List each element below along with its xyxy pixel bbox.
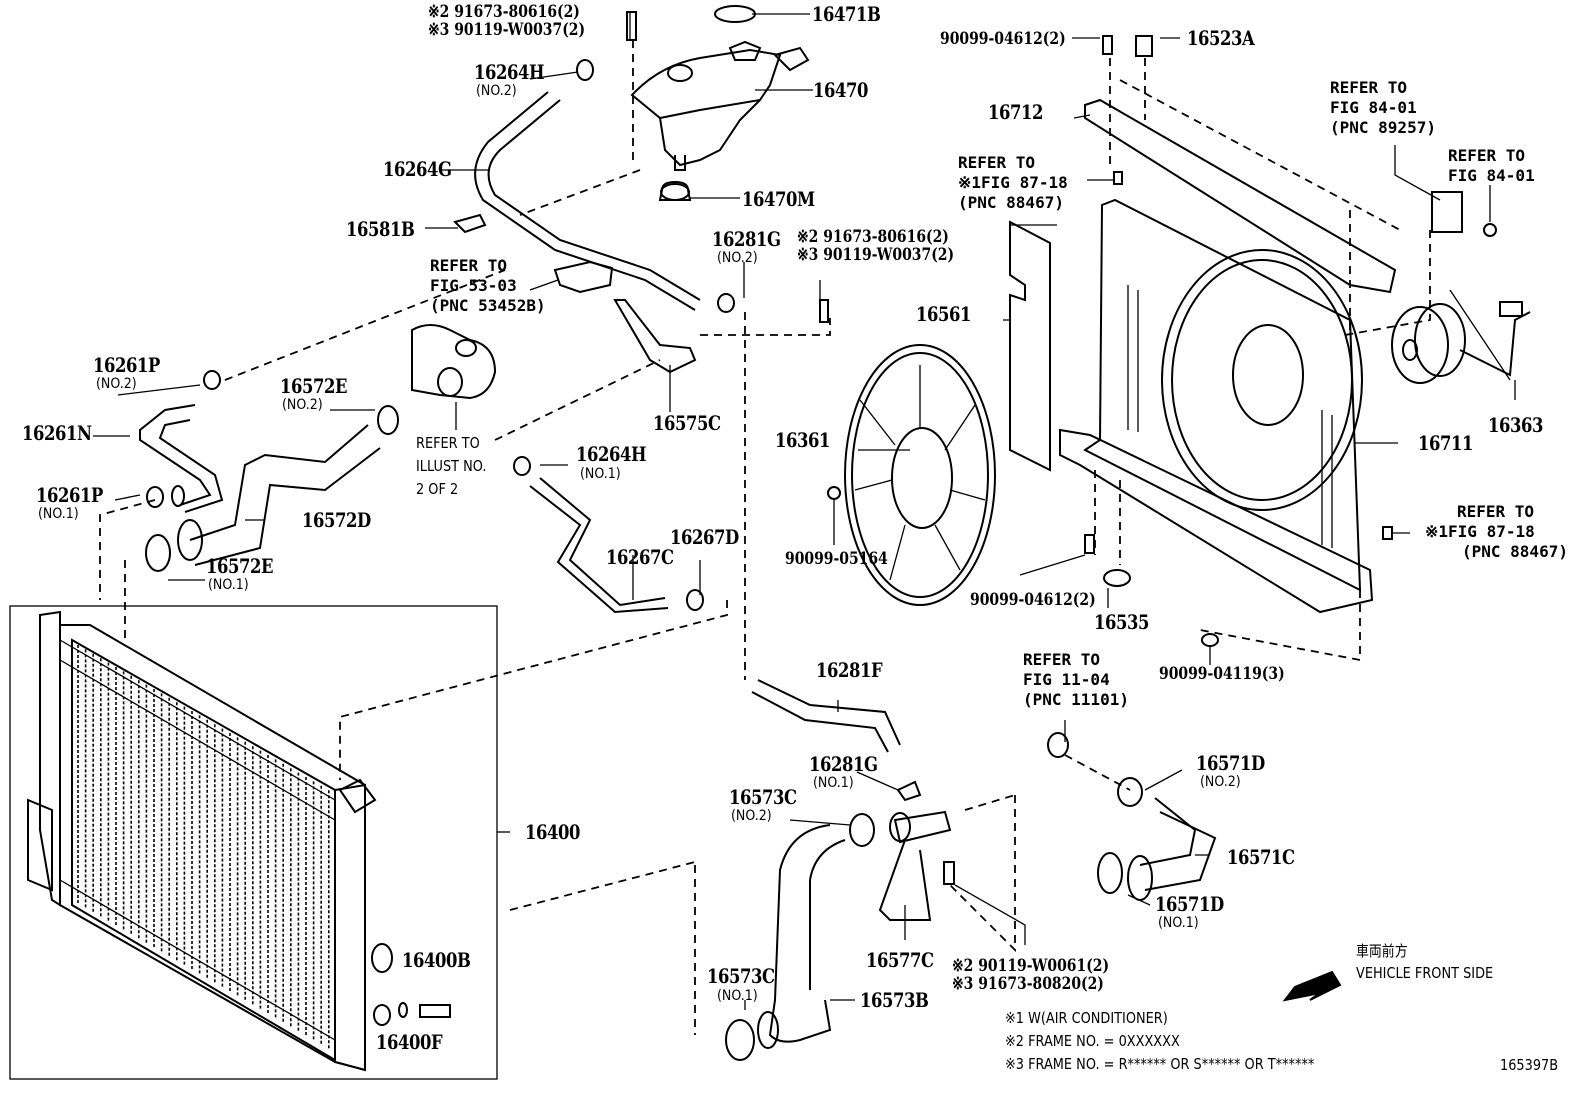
label-16281G-no1-sub: (NO.1) (813, 775, 854, 791)
label-16575C[interactable]: 16575C (653, 411, 721, 435)
ref-illust-2-of-2[interactable]: REFER TO ILLUST NO. 2 OF 2 (416, 434, 487, 498)
label-16572E-no2[interactable]: 16572E (280, 374, 348, 398)
note-3: ※3 FRAME NO. = R****** OR S****** OR T**… (1005, 1055, 1315, 1073)
label-16363[interactable]: 16363 (1488, 413, 1544, 437)
label-fan-nut[interactable]: 90099-05164 (785, 549, 888, 569)
label-16261N[interactable]: 16261N (22, 421, 92, 445)
ref-fig-87-18-right-2[interactable]: ※1FIG 87-18 (1425, 522, 1535, 541)
vehicle-front-japanese: 車両前方 (1356, 942, 1408, 960)
fan-shroud-16711 (1059, 98, 1397, 614)
hose-16571C (1139, 797, 1217, 891)
label-16572E-no1[interactable]: 16572E (206, 554, 274, 578)
label-16571D-no1-sub: (NO.1) (1158, 915, 1199, 931)
ref-fig-84-01[interactable]: REFER TO FIG 84-01 (1448, 146, 1535, 185)
radiator-16400 (27, 610, 451, 1072)
label-16261P-no2-sub: (NO.2) (96, 376, 137, 392)
label-16571D-no2-sub: (NO.2) (1200, 774, 1241, 790)
note-2: ※2 FRAME NO. = 0XXXXXX (1005, 1032, 1180, 1050)
label-top-bolt-line1[interactable]: ※2 91673-80616(2) (428, 2, 580, 22)
seal-16561 (1009, 220, 1051, 472)
label-shroud-bottom-bolt[interactable]: 90099-04612(2) (970, 590, 1096, 610)
label-16573C-no2-sub: (NO.2) (731, 808, 772, 824)
label-16264G[interactable]: 16264G (383, 157, 452, 181)
label-16267D[interactable]: 16267D (670, 525, 739, 549)
hose-16264G (474, 91, 701, 311)
label-16361[interactable]: 16361 (775, 428, 831, 452)
label-16261P-no1-sub: (NO.1) (38, 506, 79, 522)
ref-fig-87-18-right-3[interactable]: (PNC 88467) (1462, 542, 1568, 561)
label-outlet-bolt-line1[interactable]: ※2 90119-W0061(2) (952, 956, 1110, 976)
arrow-left-down-icon (1282, 970, 1342, 1002)
label-16581B[interactable]: 16581B (346, 217, 415, 241)
hose-16261N (139, 404, 224, 513)
label-16573B[interactable]: 16573B (860, 988, 929, 1012)
hose-16572D (189, 424, 381, 566)
ref-fig-53-03[interactable]: REFER TO FIG 53-03 (PNC 53452B) (430, 256, 546, 315)
label-16267C[interactable]: 16267C (606, 545, 674, 569)
label-16470M[interactable]: 16470M (742, 187, 815, 211)
ref-fig-11-04[interactable]: REFER TO FIG 11-04 (PNC 11101) (1023, 650, 1129, 709)
label-16400[interactable]: 16400 (525, 820, 581, 844)
ref-fig-84-01-pnc-89257[interactable]: REFER TO FIG 84-01 (PNC 89257) (1330, 78, 1436, 137)
label-16400F[interactable]: 16400F (376, 1030, 443, 1054)
label-16281G-no1[interactable]: 16281G (809, 752, 878, 776)
label-16572D[interactable]: 16572D (302, 508, 371, 532)
label-16470[interactable]: 16470 (813, 78, 869, 102)
note-1: ※1 W(AIR CONDITIONER) (1005, 1009, 1168, 1027)
ref-fig-87-18-top[interactable]: REFER TO ※1FIG 87-18 (PNC 88467) (958, 153, 1068, 212)
label-16471B[interactable]: 16471B (812, 2, 881, 26)
hose-16281F (751, 679, 901, 753)
reservoir-tank-16470 (626, 5, 810, 201)
label-top-bolt-line2[interactable]: ※3 90119-W0037(2) (428, 20, 586, 40)
label-16573C-no2[interactable]: 16573C (729, 785, 797, 809)
label-16573C-no1-sub: (NO.1) (717, 988, 758, 1004)
label-16281G-no2[interactable]: 16281G (712, 227, 781, 251)
label-16261P-no2[interactable]: 16261P (93, 353, 160, 377)
label-16571D-no1[interactable]: 16571D (1155, 892, 1224, 916)
label-16712[interactable]: 16712 (988, 100, 1044, 124)
label-16571C[interactable]: 16571C (1227, 845, 1295, 869)
vehicle-front-english: VEHICLE FRONT SIDE (1356, 964, 1494, 982)
label-16264H-no1-sub: (NO.1) (580, 466, 621, 482)
label-mid-bolt-line1[interactable]: ※2 91673-80616(2) (797, 227, 949, 247)
label-shroud-top-bolt[interactable]: 90099-04612(2) (940, 29, 1066, 49)
fan-motor-16363 (1391, 301, 1531, 384)
bracket-16575C (613, 299, 697, 374)
label-16535[interactable]: 16535 (1094, 610, 1150, 634)
water-outlet-16577C (878, 810, 952, 921)
label-16711[interactable]: 16711 (1418, 431, 1474, 455)
label-16573C-no1[interactable]: 16573C (707, 964, 775, 988)
label-16281F[interactable]: 16281F (816, 658, 883, 682)
hose-16573B (768, 824, 846, 1043)
label-lower-bolt[interactable]: 90099-04119(3) (1159, 664, 1285, 684)
label-16561[interactable]: 16561 (916, 302, 972, 326)
label-16264H-no2-sub: (NO.2) (476, 83, 517, 99)
label-16572E-no1-sub: (NO.1) (208, 577, 249, 593)
label-16572E-no2-sub: (NO.2) (282, 397, 323, 413)
fan-16361 (844, 344, 996, 606)
label-16281G-no2-sub: (NO.2) (717, 250, 758, 266)
ref-fig-87-18-right-1[interactable]: REFER TO (1457, 502, 1535, 521)
label-16264H-no2[interactable]: 16264H (474, 60, 545, 84)
radiator-group-frame (9, 605, 498, 1080)
label-16400B[interactable]: 16400B (402, 948, 471, 972)
label-16261P-no1[interactable]: 16261P (36, 483, 103, 507)
label-16577C[interactable]: 16577C (866, 948, 934, 972)
label-16523A[interactable]: 16523A (1187, 26, 1255, 50)
label-16571D-no2[interactable]: 16571D (1196, 751, 1265, 775)
label-mid-bolt-line2[interactable]: ※3 90119-W0037(2) (797, 245, 955, 265)
label-outlet-bolt-line2[interactable]: ※3 91673-80820(2) (952, 974, 1104, 994)
figure-id: 165397B (1500, 1056, 1559, 1074)
label-16264H-no1[interactable]: 16264H (576, 442, 647, 466)
hose-16267C (529, 477, 669, 614)
